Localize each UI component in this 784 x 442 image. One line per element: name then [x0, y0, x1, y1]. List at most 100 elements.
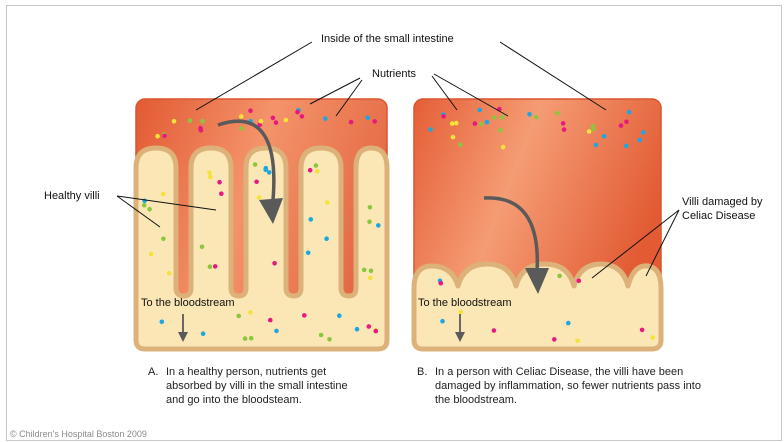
nutrient-dot — [172, 119, 177, 124]
nutrient-dot — [327, 337, 332, 342]
nutrient-dot — [492, 115, 497, 120]
caption-healthy-line3: and go into the bloodsteam. — [166, 393, 348, 407]
nutrient-dot — [239, 126, 244, 131]
nutrient-dot — [473, 121, 478, 126]
nutrient-dot — [349, 120, 354, 125]
nutrient-dot — [161, 192, 166, 197]
nutrient-dot — [243, 336, 248, 341]
nutrient-dot — [248, 310, 253, 315]
nutrient-dot — [267, 170, 272, 175]
nutrient-dot — [274, 329, 279, 334]
nutrient-dot — [458, 143, 463, 148]
nutrient-dot — [315, 169, 320, 174]
bloodstream-label-celiac: To the bloodstream — [418, 297, 512, 309]
nutrient-dot — [498, 128, 503, 133]
nutrient-dot — [208, 264, 213, 269]
nutrient-dot — [477, 108, 482, 113]
nutrient-dot — [368, 276, 373, 281]
nutrient-dot — [323, 116, 328, 121]
nutrient-dot — [188, 118, 193, 123]
nutrient-dot — [368, 205, 373, 210]
nutrient-dot — [200, 245, 205, 250]
nutrient-dot — [575, 339, 580, 344]
nutrient-dot — [268, 318, 273, 323]
nutrient-dot — [527, 112, 532, 117]
nutrient-dot — [217, 180, 222, 185]
nutrient-dot — [201, 331, 206, 336]
nutrient-dot — [534, 115, 539, 120]
nutrient-dot — [440, 319, 445, 324]
nutrient-dot — [306, 251, 311, 256]
caption-healthy-line1: In a healthy person, nutrients get — [166, 365, 348, 379]
nutrient-dot — [239, 114, 244, 119]
nutrient-dot — [199, 128, 204, 133]
nutrient-dot — [300, 114, 305, 119]
nutrient-dot — [254, 180, 259, 185]
panel-celiac: To the bloodstream — [414, 99, 661, 349]
nutrient-dot — [325, 200, 330, 205]
copyright-notice: © Children's Hospital Boston 2009 — [10, 429, 147, 439]
nutrient-dot — [500, 115, 505, 120]
nutrient-dot — [374, 329, 379, 334]
nutrient-dot — [591, 127, 596, 132]
nutrient-dot — [147, 207, 152, 212]
caption-celiac-line2: damaged by inflammation, so fewer nutrie… — [435, 379, 701, 393]
nutrient-dot — [319, 333, 324, 338]
nutrient-dot — [362, 268, 367, 273]
nutrient-dot — [459, 310, 464, 315]
caption-celiac-line1: In a person with Celiac Disease, the vil… — [435, 365, 701, 379]
nutrient-dot — [259, 119, 264, 124]
nutrient-dot — [295, 110, 300, 115]
nutrient-dot — [492, 328, 497, 333]
nutrient-dot — [369, 269, 374, 274]
panel-healthy: To the bloodstream — [136, 99, 387, 349]
nutrient-dot — [561, 121, 566, 126]
nutrient-dot — [302, 313, 307, 318]
nutrient-dot — [637, 138, 642, 143]
nutrient-dot — [587, 129, 592, 134]
nutrient-dot — [501, 145, 506, 150]
nutrient-dot — [641, 130, 646, 135]
nutrient-dot — [309, 217, 314, 222]
nutrient-dot — [624, 120, 629, 125]
nutrient-dot — [365, 115, 370, 120]
nutrient-dot — [236, 314, 241, 319]
nutrient-dot — [213, 264, 218, 269]
nutrient-dot — [376, 223, 381, 228]
bloodstream-label-healthy: To the bloodstream — [141, 297, 235, 309]
nutrient-dot — [566, 321, 571, 326]
nutrient-dot — [372, 119, 377, 124]
nutrient-dot — [272, 261, 277, 266]
nutrient-dot — [253, 162, 258, 167]
nutrient-dot — [207, 170, 212, 175]
nutrient-dot — [454, 121, 459, 126]
caption-celiac-line3: the bloodstream. — [435, 393, 701, 407]
label-nutrients: Nutrients — [372, 68, 417, 80]
nutrient-dot — [142, 203, 147, 208]
nutrient-dot — [439, 281, 444, 286]
nutrient-dot — [324, 236, 329, 241]
nutrient-dot — [284, 118, 289, 123]
nutrient-dot — [355, 327, 360, 332]
label-damaged-villi-line1: Villi damaged by — [682, 196, 763, 208]
caption-celiac-letter: B. — [417, 365, 427, 379]
nutrient-dot — [485, 120, 490, 125]
nutrient-dot — [428, 127, 433, 132]
nutrient-dot — [208, 175, 213, 180]
nutrient-dot — [562, 127, 567, 132]
nutrient-dot — [594, 143, 599, 148]
nutrient-dot — [219, 191, 224, 196]
nutrient-dot — [651, 335, 656, 340]
nutrient-dot — [160, 320, 165, 325]
nutrient-dot — [367, 324, 372, 329]
nutrient-dot — [162, 134, 167, 139]
nutrient-dot — [555, 111, 560, 116]
nutrient-dot — [167, 271, 172, 276]
label-inside-small-intestine: Inside of the small intestine — [321, 33, 454, 45]
nutrient-dot — [337, 313, 342, 318]
nutrient-dot — [274, 120, 279, 125]
nutrient-dot — [149, 252, 154, 257]
nutrient-dot — [249, 336, 254, 341]
nutrient-dot — [552, 337, 557, 342]
nutrient-dot — [557, 274, 562, 279]
